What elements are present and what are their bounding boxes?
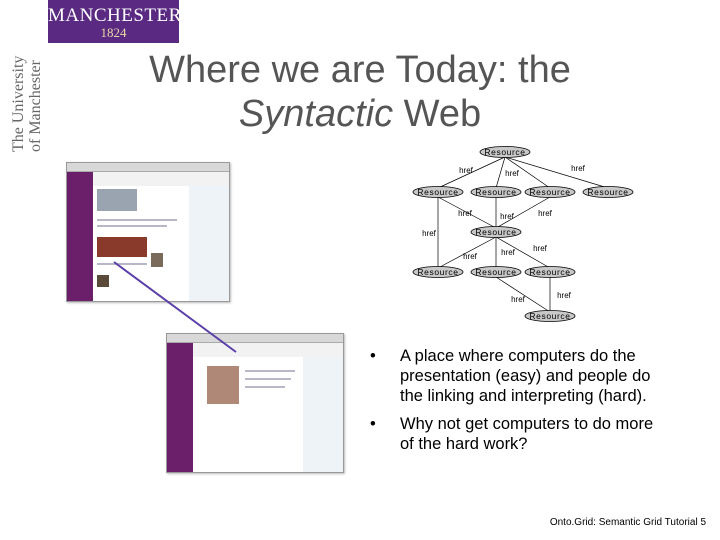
edge [495,276,551,313]
edge [495,196,551,229]
title-italic: Syntactic [238,93,394,135]
href-label: href [511,295,526,304]
edge [504,156,551,189]
bullet-list: • A place where computers do the present… [370,346,670,462]
edge [504,156,609,189]
resource-node-label: Resource [587,187,628,197]
bullet-icon: • [370,347,376,365]
href-label: href [459,166,474,175]
edge [495,236,551,269]
bullet-text: A place where computers do the presentat… [400,347,651,405]
href-label: href [571,164,586,173]
resource-node: Resource [470,186,522,198]
href-label: href [422,229,437,238]
edge [437,196,497,229]
resource-node: Resource [524,186,576,198]
logo-year: 1824 [100,25,127,40]
href-label: href [500,212,515,221]
resource-node: Resource [412,266,464,278]
list-item: • A place where computers do the present… [370,346,670,406]
resource-node: Resource [470,266,522,278]
resource-node-label: Resource [417,267,458,277]
resource-node: Resource [582,186,634,198]
resource-node-label: Resource [484,147,525,157]
resource-node: Resource [524,310,576,322]
edge [437,236,497,269]
resource-node: Resource [470,226,522,238]
resource-node: Resource [524,266,576,278]
webpage-screenshot-top [66,162,230,302]
webpage-screenshot-bottom [166,333,344,473]
title-line2: Syntactic Web [100,92,620,136]
resource-node-label: Resource [475,267,516,277]
resource-node-label: Resource [475,227,516,237]
edge [495,156,506,189]
href-label: href [463,252,478,261]
href-label: href [458,209,473,218]
resource-node-label: Resource [529,187,570,197]
title-line1: Where we are Today: the [149,49,571,91]
resource-node: Resource [479,146,531,158]
resource-node-label: Resource [475,187,516,197]
bullet-icon: • [370,415,376,433]
slide-footer: Onto.Grid: Semantic Grid Tutorial 5 [549,517,706,528]
href-label: href [533,244,548,253]
pointer-arrow [113,261,237,353]
href-label: href [557,291,572,300]
resource-node-label: Resource [529,267,570,277]
href-label: href [505,169,520,178]
title-rest: Web [393,93,482,135]
href-label: href [501,248,516,257]
university-logo: MANCHESTER 1824 [48,0,182,43]
resource-node: Resource [412,186,464,198]
list-item: • Why not get computers to do more of th… [370,414,670,454]
resource-node-label: Resource [529,311,570,321]
resource-node-label: Resource [417,187,458,197]
slide-title: Where we are Today: the Syntactic Web [100,48,620,136]
edge [437,156,506,189]
bullet-text: Why not get computers to do more of the … [400,415,654,453]
logo-name: MANCHESTER [48,5,182,26]
href-label: href [538,209,553,218]
